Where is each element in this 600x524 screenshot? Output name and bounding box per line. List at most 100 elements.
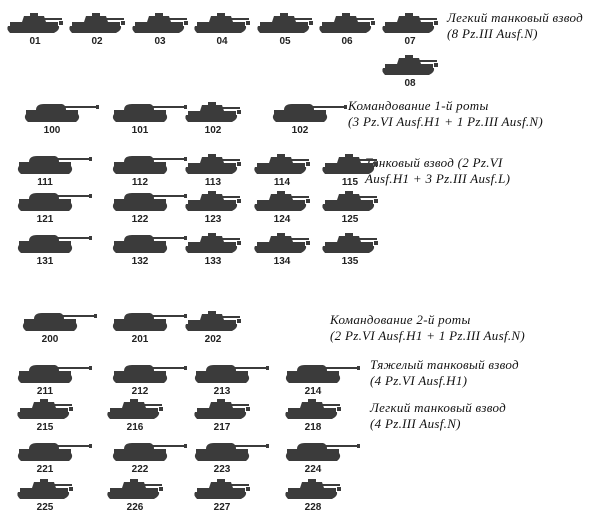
tank-number: 217	[213, 422, 231, 433]
tank-number: 100	[43, 125, 61, 136]
pz3-silhouette-icon	[194, 479, 250, 499]
pz3-silhouette-icon	[185, 191, 241, 211]
tank-number: 102	[204, 125, 222, 136]
tank-tiger: 212	[108, 361, 188, 397]
tank-number: 211	[36, 386, 54, 397]
tank-pz3: 102	[182, 100, 244, 136]
tank-tiger: 222	[108, 439, 188, 475]
unit-caption: Командование 2-й роты(2 Pz.VI Ausf.H1 + …	[330, 312, 525, 344]
tiger-silhouette-icon	[285, 443, 360, 461]
tank-number: 223	[213, 464, 231, 475]
tank-number: 04	[216, 36, 228, 47]
tiger-silhouette-icon	[194, 365, 269, 383]
tank-pz3: 06	[316, 11, 378, 47]
pz3-silhouette-icon	[194, 399, 250, 419]
tank-tiger: 112	[108, 152, 188, 188]
tank-pz3: 135	[319, 231, 381, 267]
tank-tiger: 132	[108, 231, 188, 267]
tank-number: 07	[404, 36, 416, 47]
tank-number: 224	[304, 464, 322, 475]
tank-pz3: 226	[104, 477, 166, 513]
tank-tiger: 102	[268, 100, 348, 136]
pz3-silhouette-icon	[17, 399, 73, 419]
tiger-silhouette-icon	[112, 156, 187, 174]
caption-line2: (4 Pz.III Ausf.N)	[370, 416, 461, 431]
tank-number: 102	[291, 125, 309, 136]
tiger-silhouette-icon	[112, 443, 187, 461]
tank-number: 216	[126, 422, 144, 433]
pz3-silhouette-icon	[257, 13, 313, 33]
tank-number: 132	[131, 256, 149, 267]
tiger-silhouette-icon	[194, 443, 269, 461]
pz3-silhouette-icon	[185, 233, 241, 253]
caption-line2: (4 Pz.VI Ausf.H1)	[370, 373, 468, 388]
pz3-silhouette-icon	[132, 13, 188, 33]
tank-tiger: 211	[13, 361, 93, 397]
tiger-silhouette-icon	[112, 193, 187, 211]
caption-line1: Танковый взвод (2 Pz.VI	[365, 155, 503, 170]
tank-number: 200	[41, 334, 59, 345]
tank-number: 112	[131, 177, 149, 188]
pz3-silhouette-icon	[322, 191, 378, 211]
tank-pz3: 217	[191, 397, 253, 433]
tiger-silhouette-icon	[285, 365, 360, 383]
tiger-silhouette-icon	[17, 365, 92, 383]
tank-tiger: 213	[190, 361, 270, 397]
tank-number: 114	[273, 177, 291, 188]
unit-caption: Тяжелый танковый взвод(4 Pz.VI Ausf.H1)	[370, 357, 519, 389]
tank-pz3: 124	[251, 189, 313, 225]
caption-line1: Легкий танковый взвод	[370, 400, 506, 415]
tank-number: 01	[29, 36, 41, 47]
pz3-silhouette-icon	[285, 479, 341, 499]
pz3-silhouette-icon	[107, 479, 163, 499]
tank-tiger: 214	[281, 361, 361, 397]
tank-number: 222	[131, 464, 149, 475]
tank-pz3: 227	[191, 477, 253, 513]
pz3-silhouette-icon	[69, 13, 125, 33]
tank-number: 135	[341, 256, 359, 267]
tank-pz3: 07	[379, 11, 441, 47]
tank-number: 02	[91, 36, 103, 47]
tank-number: 213	[213, 386, 231, 397]
tank-pz3: 228	[282, 477, 344, 513]
tank-number: 134	[273, 256, 291, 267]
tank-number: 122	[131, 214, 149, 225]
unit-caption: Легкий танковый взвод(8 Pz.III Ausf.N)	[447, 10, 583, 42]
tank-number: 101	[131, 125, 149, 136]
pz3-silhouette-icon	[382, 55, 438, 75]
caption-line2: (3 Pz.VI Ausf.H1 + 1 Pz.III Ausf.N)	[348, 114, 544, 129]
tank-tiger: 131	[13, 231, 93, 267]
tiger-silhouette-icon	[24, 104, 99, 122]
tank-number: 05	[279, 36, 291, 47]
pz3-silhouette-icon	[185, 102, 241, 122]
tank-number: 226	[126, 502, 144, 513]
tank-pz3: 202	[182, 309, 244, 345]
caption-line1: Легкий танковый взвод	[447, 10, 583, 25]
tank-pz3: 05	[254, 11, 316, 47]
tank-pz3: 134	[251, 231, 313, 267]
tank-tiger: 224	[281, 439, 361, 475]
tank-number: 115	[341, 177, 359, 188]
tank-number: 111	[37, 177, 53, 188]
tank-pz3: 216	[104, 397, 166, 433]
tank-pz3: 04	[191, 11, 253, 47]
tiger-silhouette-icon	[112, 104, 187, 122]
tank-tiger: 223	[190, 439, 270, 475]
tiger-silhouette-icon	[112, 235, 187, 253]
caption-line2: (2 Pz.VI Ausf.H1 + 1 Pz.III Ausf.N)	[330, 328, 526, 343]
unit-caption: Командование 1-й роты(3 Pz.VI Ausf.H1 + …	[348, 98, 543, 130]
caption-line1: Командование 2-й роты	[330, 312, 471, 327]
tank-number: 06	[341, 36, 353, 47]
tank-number: 133	[204, 256, 222, 267]
tank-number: 08	[404, 78, 416, 89]
tank-number: 225	[36, 502, 54, 513]
pz3-silhouette-icon	[254, 191, 310, 211]
tank-pz3: 225	[14, 477, 76, 513]
tank-number: 202	[204, 334, 222, 345]
tank-pz3: 123	[182, 189, 244, 225]
tank-number: 123	[204, 214, 222, 225]
tiger-silhouette-icon	[17, 235, 92, 253]
tank-tiger: 101	[108, 100, 188, 136]
pz3-silhouette-icon	[185, 311, 241, 331]
